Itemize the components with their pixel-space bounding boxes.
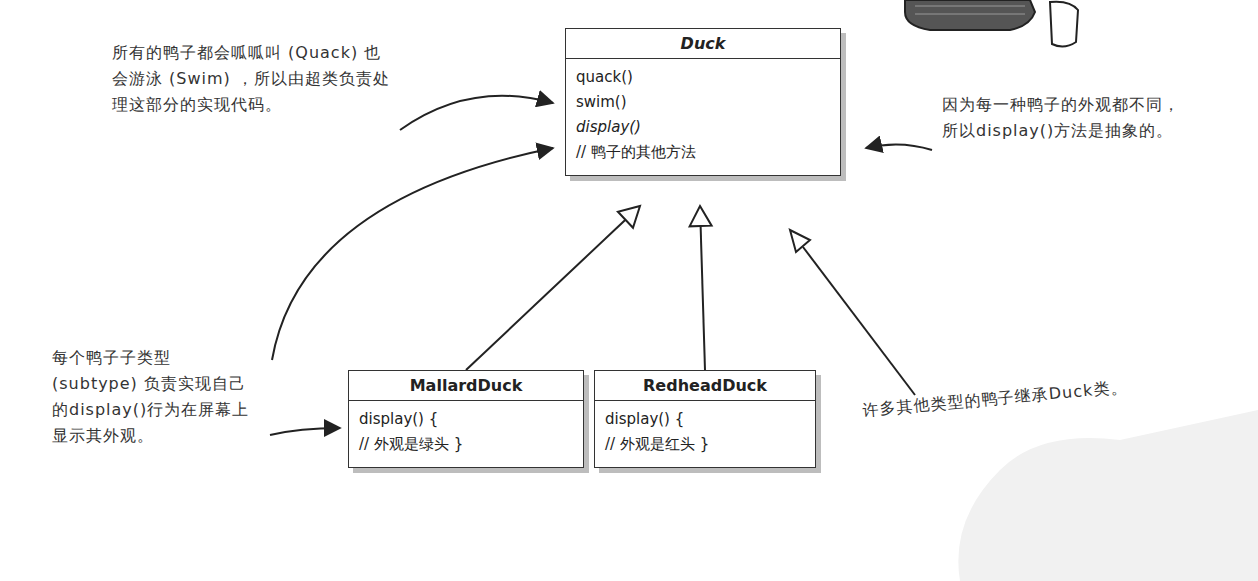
method-line: // 外观是红头 } [605, 432, 805, 457]
annotation-note: 每个鸭子子类型 (subtype) 负责实现自己的display()行为在屏幕上… [52, 345, 257, 449]
inheritance-head [790, 230, 810, 252]
inheritance-line [701, 226, 705, 370]
class-box: MallardDuckdisplay() {// 外观是绿头 } [348, 370, 584, 468]
annotation-note: 所有的鸭子都会呱呱叫 (Quack) 也会游泳 (Swim) ，所以由超类负责处… [112, 40, 394, 118]
method-line: display() { [605, 407, 805, 432]
keyboard-sketch [905, 0, 1078, 47]
annotation-note: 许多其他类型的鸭子继承Duck类。 [861, 372, 1152, 423]
class-box: RedheadDuckdisplay() {// 外观是红头 } [594, 370, 816, 468]
method-line: quack() [576, 65, 830, 90]
method-line: display() [576, 115, 830, 140]
method-line: display() { [359, 407, 573, 432]
class-name: Duck [566, 29, 840, 59]
class-name: RedheadDuck [595, 371, 815, 401]
annotation-note: 因为每一种鸭子的外观都不同，所以display()方法是抽象的。 [942, 92, 1182, 144]
method-line: swim() [576, 90, 830, 115]
inheritance-arrow [466, 206, 640, 370]
inheritance-line [466, 220, 625, 370]
inheritance-head [618, 206, 640, 228]
leader-line [866, 144, 932, 150]
method-line: // 外观是绿头 } [359, 432, 573, 457]
inheritance-head [690, 206, 712, 226]
inheritance-arrow [690, 206, 712, 370]
class-body: quack()swim()display()// 鸭子的其他方法 [566, 59, 840, 175]
watermark [958, 410, 1258, 581]
class-body: display() {// 外观是红头 } [595, 401, 815, 467]
leader-line [270, 428, 340, 435]
class-name: MallardDuck [349, 371, 583, 401]
inheritance-line [803, 247, 915, 395]
class-body: display() {// 外观是绿头 } [349, 401, 583, 467]
class-box: Duckquack()swim()display()// 鸭子的其他方法 [565, 28, 841, 176]
leader-line [400, 96, 553, 130]
method-line: // 鸭子的其他方法 [576, 140, 830, 165]
